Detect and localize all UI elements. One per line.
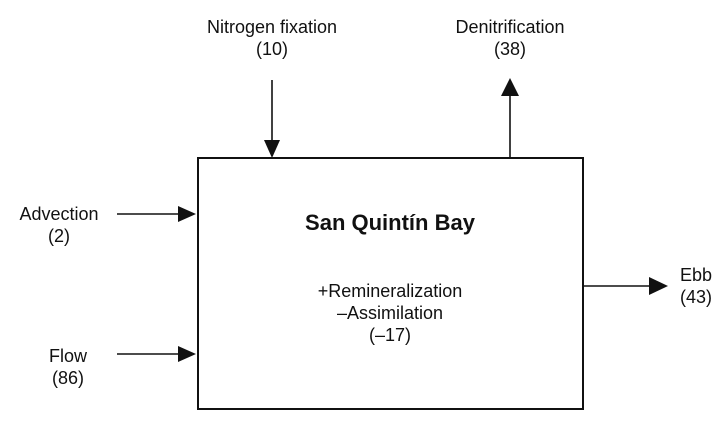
ebb-value: (43) <box>679 287 712 307</box>
internal-process-label: +Remineralization –Assimilation (–17) <box>200 280 580 346</box>
denitrification-label: Denitrification (38) <box>440 16 580 60</box>
internal-process-value: (–17) <box>368 325 412 345</box>
flow-label: Flow (86) <box>28 345 108 389</box>
advection-name: Advection <box>19 204 99 224</box>
ebb-name: Ebb <box>679 265 713 285</box>
flow-name: Flow <box>48 346 87 366</box>
ebb-label: Ebb (43) <box>668 264 724 308</box>
advection-value: (2) <box>48 226 70 246</box>
nitrogen-fixation-arrowhead <box>264 140 280 158</box>
bay-box <box>197 157 584 410</box>
nitrogen-fixation-value: (10) <box>255 39 288 59</box>
bay-title: San Quintín Bay <box>305 210 475 235</box>
flow-value: (86) <box>51 368 84 388</box>
denitrification-name: Denitrification <box>455 17 565 37</box>
advection-arrowhead <box>178 206 196 222</box>
advection-label: Advection (2) <box>4 203 114 247</box>
denitrification-value: (38) <box>493 39 526 59</box>
denitrification-arrowhead <box>501 78 519 96</box>
flow-arrowhead <box>178 346 196 362</box>
nitrogen-fixation-name: Nitrogen fixation <box>206 17 338 37</box>
remineralization-text: +Remineralization <box>317 281 463 301</box>
assimilation-text: –Assimilation <box>336 303 444 323</box>
ebb-arrowhead <box>649 277 668 295</box>
nitrogen-fixation-label: Nitrogen fixation (10) <box>192 16 352 60</box>
